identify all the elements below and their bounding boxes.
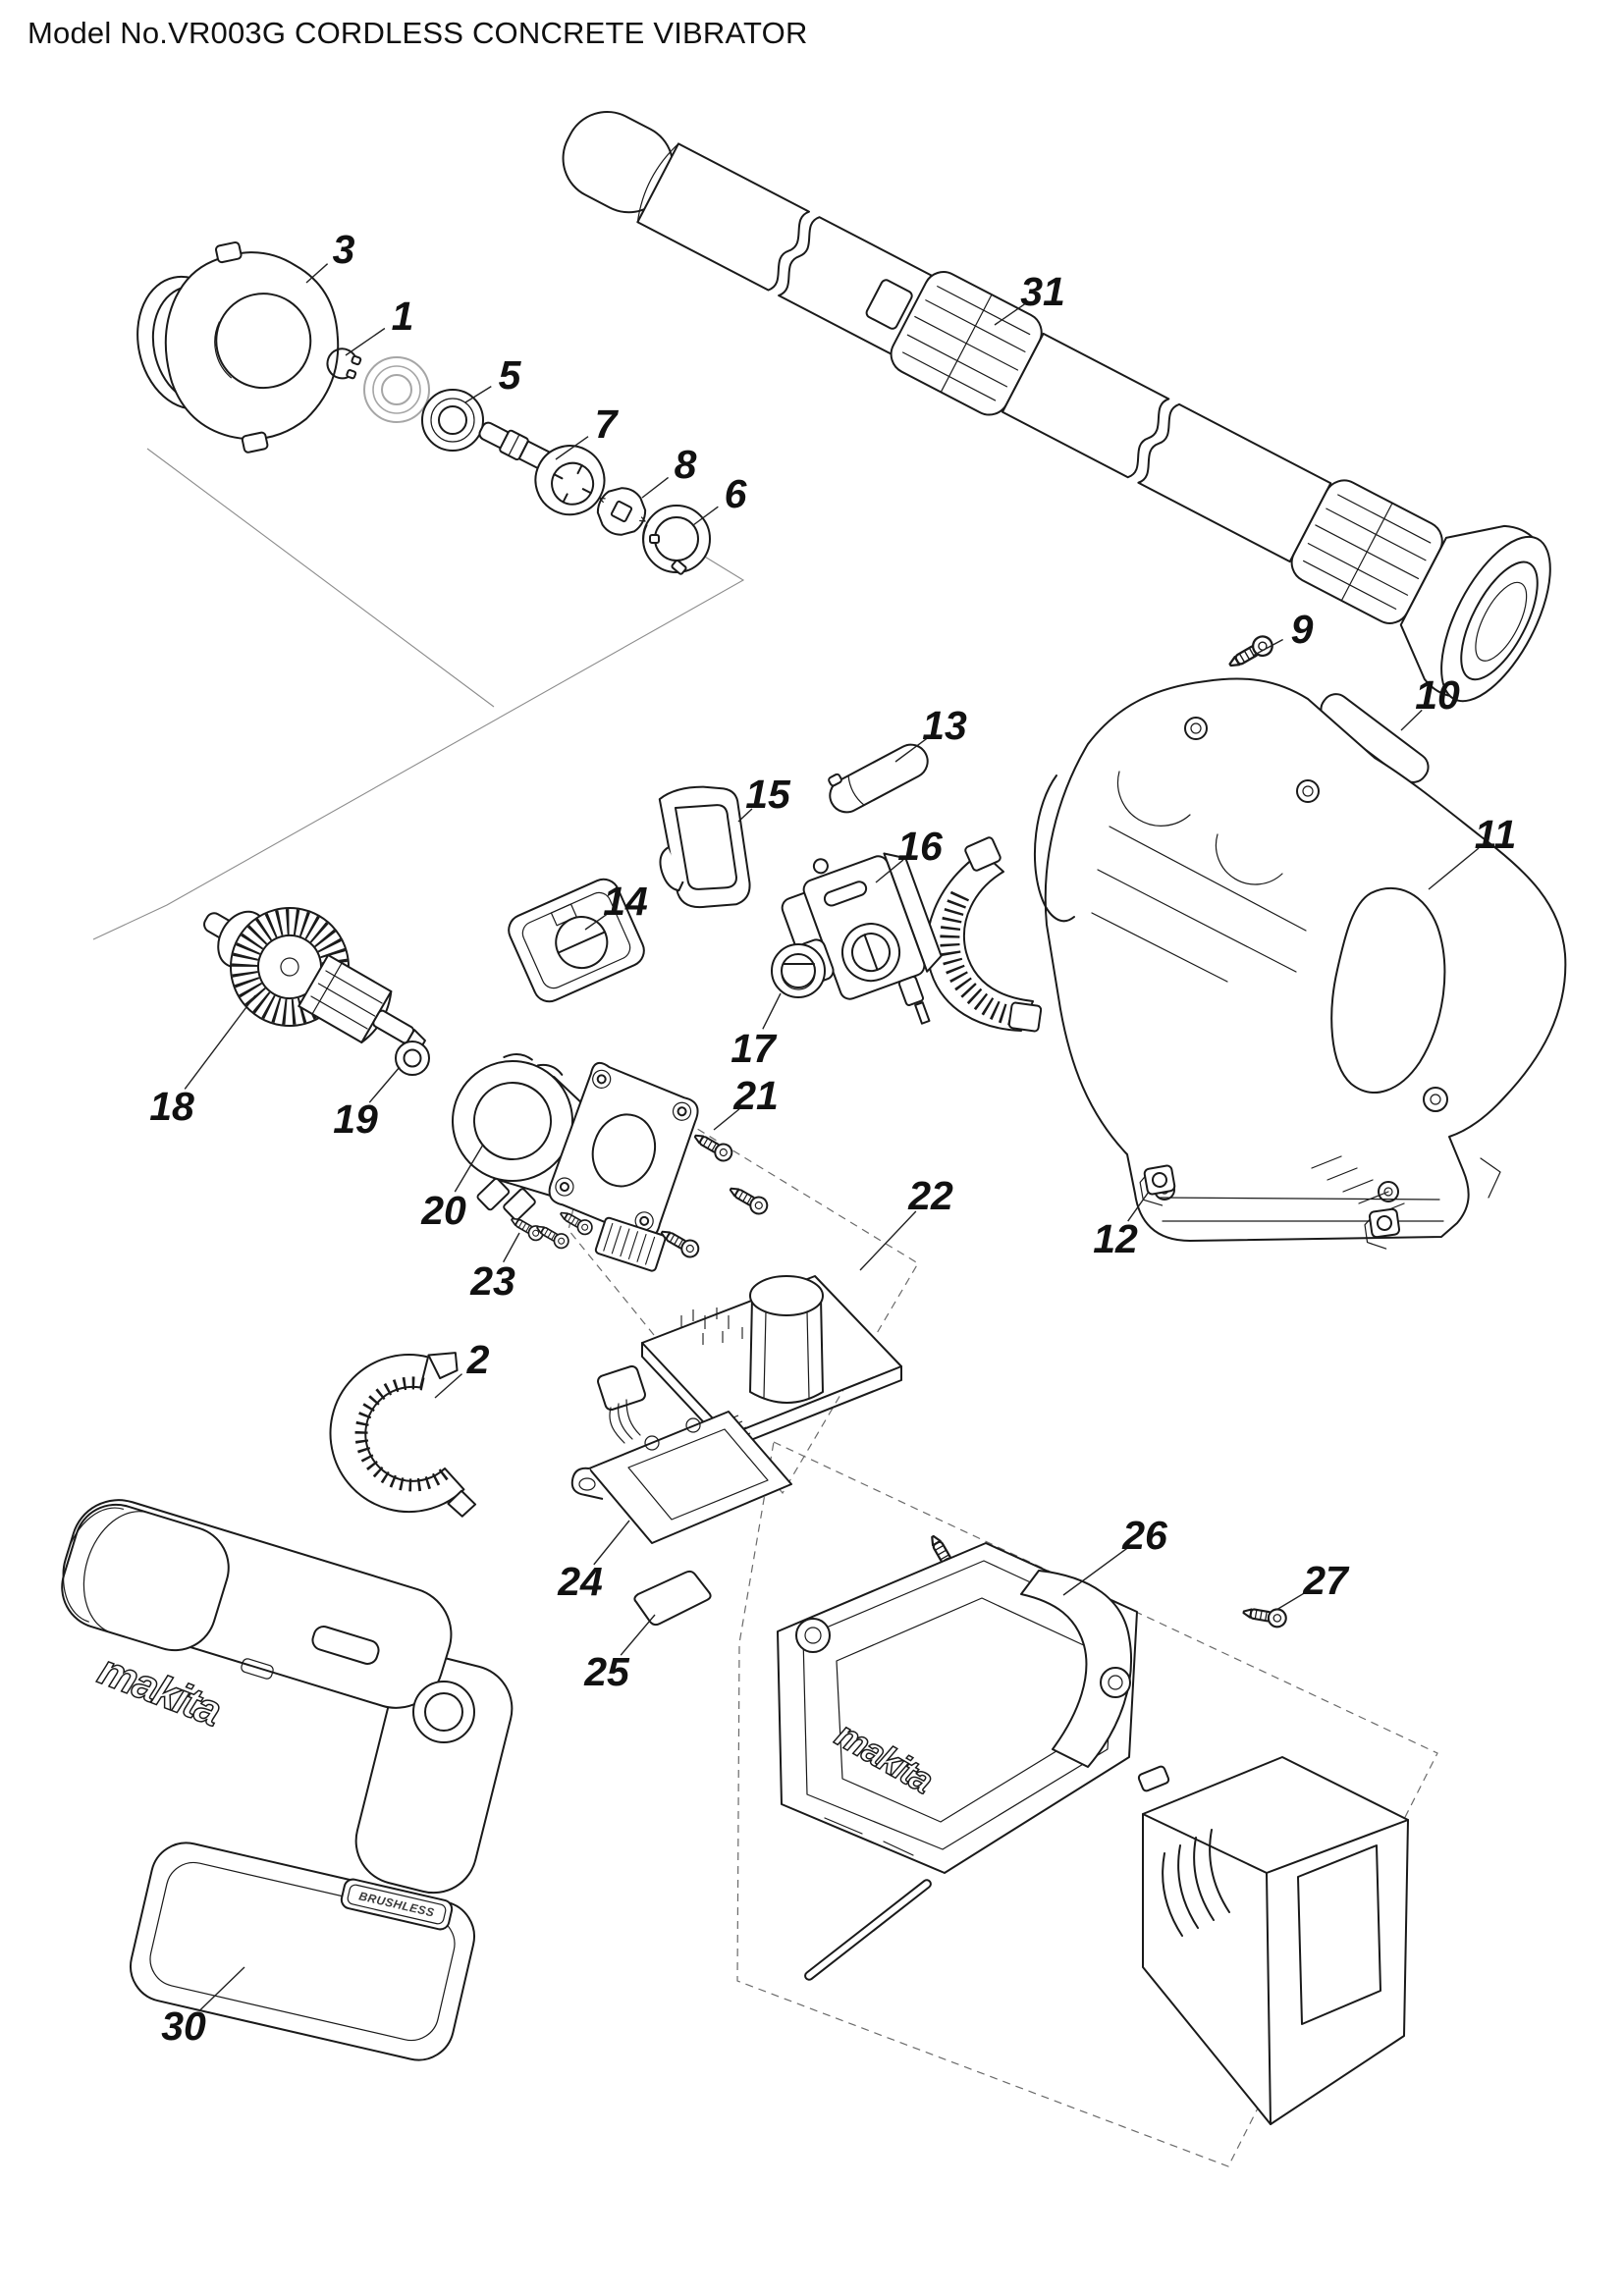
- callout-1: 1: [345, 294, 414, 356]
- projection-lines: [92, 448, 1438, 2167]
- page-title: Model No.VR003G CORDLESS CONCRETE VIBRAT…: [27, 16, 808, 50]
- svg-text:11: 11: [1475, 812, 1517, 857]
- callout-13: 13: [894, 703, 967, 763]
- svg-text:8: 8: [675, 442, 697, 487]
- svg-text:19: 19: [333, 1096, 378, 1142]
- group-box-battery: [736, 1441, 1438, 2167]
- part-17-dial: [771, 938, 835, 998]
- part-19-bearing: [395, 1041, 430, 1076]
- callout-31: 31: [994, 269, 1065, 326]
- callout-15: 15: [737, 772, 791, 823]
- callout-26: 26: [1062, 1513, 1168, 1596]
- callout-17: 17: [731, 992, 782, 1071]
- part-6-lock-ring: [642, 505, 711, 575]
- svg-text:1: 1: [392, 294, 414, 339]
- callout-14: 14: [584, 879, 648, 931]
- part-11-housing-right: [1033, 677, 1567, 1242]
- part-31-flexible-shaft: [562, 110, 1551, 703]
- part-14-rubber-pad: [508, 878, 645, 1003]
- part-24-controller: [570, 1364, 792, 1544]
- svg-text:12: 12: [1093, 1216, 1138, 1261]
- part-18-armature: [203, 907, 426, 1048]
- group-box-electronics: [568, 1071, 919, 1495]
- svg-text:13: 13: [922, 703, 967, 748]
- part-16-switch: [781, 852, 943, 1025]
- svg-text:16: 16: [897, 824, 944, 869]
- svg-text:22: 22: [907, 1173, 953, 1218]
- part-26-battery-holder: makita: [777, 1542, 1138, 1874]
- svg-text:2: 2: [466, 1337, 490, 1382]
- part-15-switch-boot: [658, 785, 751, 909]
- makita-logo-handle: makita: [92, 1645, 228, 1735]
- svg-text:27: 27: [1302, 1558, 1350, 1603]
- svg-text:26: 26: [1121, 1513, 1168, 1558]
- rod: [804, 1879, 932, 1981]
- svg-text:20: 20: [420, 1188, 466, 1233]
- callout-8: 8: [641, 442, 697, 499]
- part-3-bearing-retainer: [136, 240, 340, 454]
- svg-text:30: 30: [161, 2003, 206, 2049]
- callout-5: 5: [464, 352, 522, 403]
- svg-text:23: 23: [469, 1258, 515, 1304]
- part-30-handle-housing: makita BRUSHLESS: [61, 1499, 514, 2061]
- svg-text:24: 24: [557, 1559, 603, 1604]
- callout-30: 30: [161, 1966, 245, 2049]
- part-8-coupling: [596, 487, 647, 536]
- callout-2: 2: [434, 1337, 490, 1399]
- callout-3: 3: [305, 227, 355, 284]
- callout-19: 19: [333, 1066, 401, 1142]
- svg-text:21: 21: [732, 1073, 779, 1118]
- callout-9: 9: [1252, 607, 1314, 657]
- svg-text:10: 10: [1415, 672, 1460, 718]
- callout-12: 12: [1093, 1191, 1150, 1261]
- callout-23: 23: [469, 1232, 520, 1304]
- part-20-stator: [452, 1052, 607, 1221]
- part-21-screw: [725, 1181, 772, 1218]
- battery-cover: [1137, 1756, 1409, 2125]
- svg-text:25: 25: [583, 1649, 630, 1694]
- callout-25: 25: [583, 1614, 656, 1694]
- bearing-ghost: [363, 356, 430, 423]
- svg-text:17: 17: [731, 1026, 778, 1071]
- svg-text:9: 9: [1291, 607, 1314, 652]
- callout-24: 24: [557, 1520, 630, 1604]
- svg-text:7: 7: [595, 401, 620, 447]
- wire-guide: [926, 836, 1043, 1033]
- part-21-insulation-plate: [548, 1061, 699, 1272]
- part-2-curved-rack: [329, 1352, 477, 1518]
- svg-text:14: 14: [603, 879, 648, 924]
- part-25-label: [633, 1570, 712, 1627]
- callout-7: 7: [555, 401, 620, 460]
- callout-21: 21: [713, 1073, 779, 1131]
- part-9-screw: [1223, 631, 1277, 674]
- svg-text:6: 6: [725, 471, 748, 516]
- part-7-eccentric-shaft: [478, 421, 606, 516]
- callout-27: 27: [1275, 1558, 1350, 1611]
- part-22-terminal-unit: [641, 1275, 902, 1450]
- svg-text:3: 3: [333, 227, 355, 272]
- part-5-ball-bearing: [421, 389, 484, 452]
- part-21-screw: [689, 1128, 736, 1165]
- callout-10: 10: [1400, 672, 1460, 731]
- svg-text:15: 15: [745, 772, 791, 817]
- callout-18: 18: [149, 994, 256, 1129]
- part-13-cap: [828, 743, 929, 814]
- callout-6: 6: [692, 471, 748, 526]
- svg-text:31: 31: [1020, 269, 1065, 314]
- svg-text:18: 18: [149, 1084, 194, 1129]
- callout-11: 11: [1428, 812, 1517, 890]
- callout-20: 20: [420, 1144, 484, 1233]
- callout-16: 16: [875, 824, 944, 883]
- svg-text:5: 5: [499, 352, 522, 398]
- callout-22: 22: [859, 1173, 953, 1271]
